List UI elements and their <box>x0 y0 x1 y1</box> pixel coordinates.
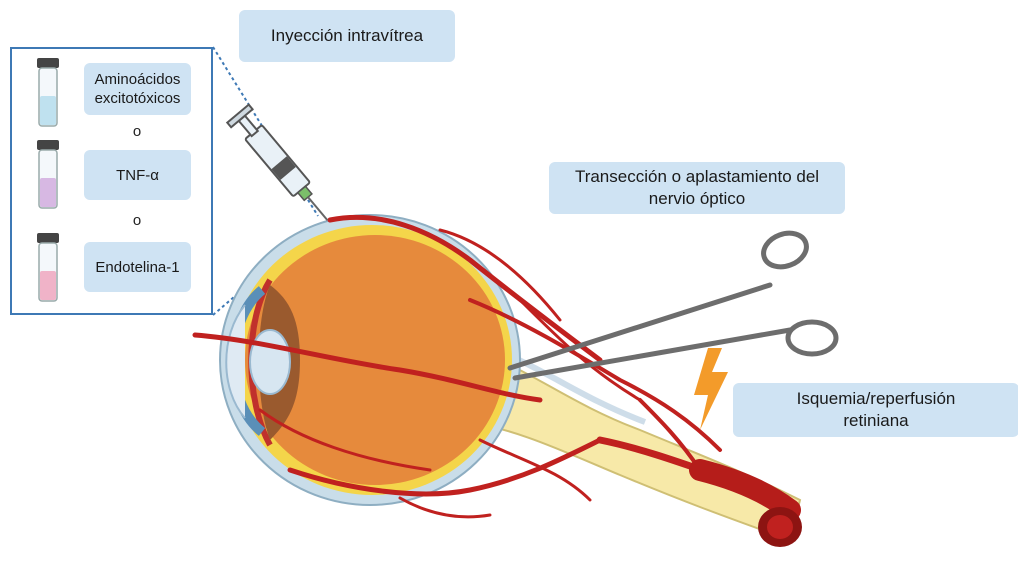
transection-label: Transección o aplastamiento del nervio ó… <box>549 162 845 214</box>
agent-label-2: TNF-α <box>84 150 191 200</box>
agent-label-1: Aminoácidos excitotóxicos <box>84 63 191 115</box>
or-text-1: o <box>127 123 147 140</box>
injection-label: Inyección intravítrea <box>239 10 455 62</box>
agent-text-2: TNF-α <box>116 166 159 185</box>
syringe-icon <box>227 105 338 229</box>
agent-label-3: Endotelina-1 <box>84 242 191 292</box>
lens <box>250 330 290 394</box>
ischemia-label: Isquemia/reperfusión retiniana <box>733 383 1018 437</box>
injection-text: Inyección intravítrea <box>271 25 423 47</box>
or-text-2: o <box>127 212 147 229</box>
agent-text-1: Aminoácidos excitotóxicos <box>84 70 191 108</box>
agent-text-3: Endotelina-1 <box>95 258 179 277</box>
ischemia-text: Isquemia/reperfusión retiniana <box>763 388 989 432</box>
transection-text: Transección o aplastamiento del nervio ó… <box>559 166 835 210</box>
lightning-icon <box>694 348 728 430</box>
forceps-icon <box>510 227 836 378</box>
